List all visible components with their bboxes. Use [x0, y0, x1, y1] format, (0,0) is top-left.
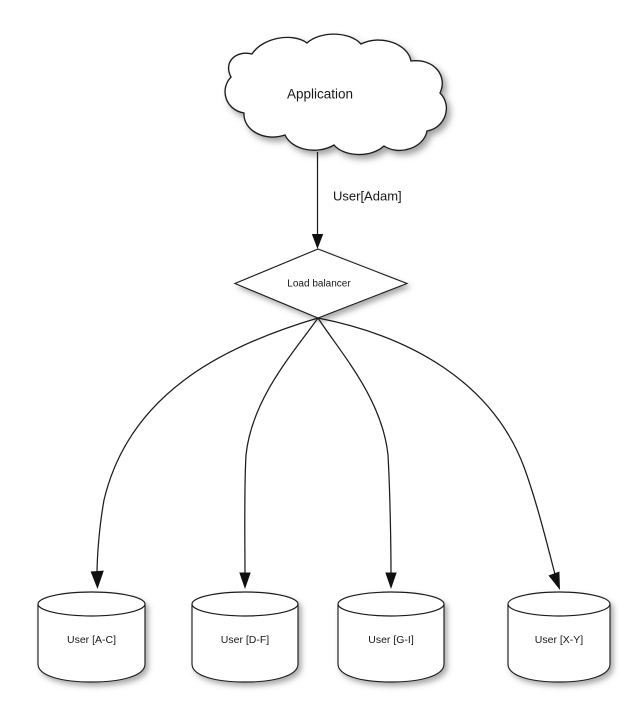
- edge-app-to-balancer-arrowhead: [311, 234, 324, 249]
- edge-balancer-to-store-1-path: [96, 317, 319, 576]
- application-label: Application: [287, 87, 353, 102]
- edge-balancer-to-store-4-path: [317, 317, 557, 579]
- datastore-3-label: User [G-I]: [368, 634, 414, 646]
- datastore-2-top: [191, 591, 299, 617]
- edge-balancer-to-store-1[interactable]: [90, 317, 319, 589]
- datastore-3-body: [337, 603, 445, 683]
- node-application[interactable]: Application: [224, 33, 448, 156]
- datastore-2-label: User [D-F]: [221, 634, 269, 646]
- edge-balancer-to-store-1-arrowhead: [90, 570, 104, 589]
- datastore-1-label: User [A-C]: [67, 634, 116, 646]
- load-balancer-label: Load balancer: [287, 279, 351, 290]
- edge-app-to-balancer-label: User[Adam]: [333, 188, 402, 203]
- node-datastore-2[interactable]: User [D-F]: [191, 591, 299, 683]
- datastore-4-label: User [X-Y]: [535, 634, 584, 646]
- edge-balancer-to-store-2-path: [244, 317, 319, 576]
- edge-balancer-to-store-4[interactable]: [317, 317, 560, 590]
- edge-app-to-balancer[interactable]: User[Adam]: [311, 152, 402, 249]
- datastore-2-body: [191, 603, 299, 683]
- edge-balancer-to-store-3[interactable]: [317, 317, 397, 589]
- cloud-shape: [224, 33, 448, 156]
- datastore-1-top: [37, 591, 146, 617]
- edge-balancer-to-store-2[interactable]: [239, 317, 319, 589]
- node-load-balancer[interactable]: Load balancer: [233, 248, 409, 319]
- datastore-4-body: [507, 603, 611, 683]
- node-datastore-1[interactable]: User [A-C]: [37, 591, 146, 683]
- edge-balancer-to-store-2-arrowhead: [239, 572, 251, 589]
- node-datastore-4[interactable]: User [X-Y]: [507, 591, 611, 683]
- datastore-1-body: [37, 603, 146, 683]
- datastore-3-top: [337, 591, 445, 617]
- edge-balancer-to-store-4-arrowhead: [548, 571, 560, 590]
- edge-balancer-to-store-3-arrowhead: [385, 572, 397, 589]
- edge-balancer-to-store-3-path: [317, 317, 392, 576]
- node-datastore-3[interactable]: User [G-I]: [337, 591, 445, 683]
- datastore-4-top: [507, 591, 611, 617]
